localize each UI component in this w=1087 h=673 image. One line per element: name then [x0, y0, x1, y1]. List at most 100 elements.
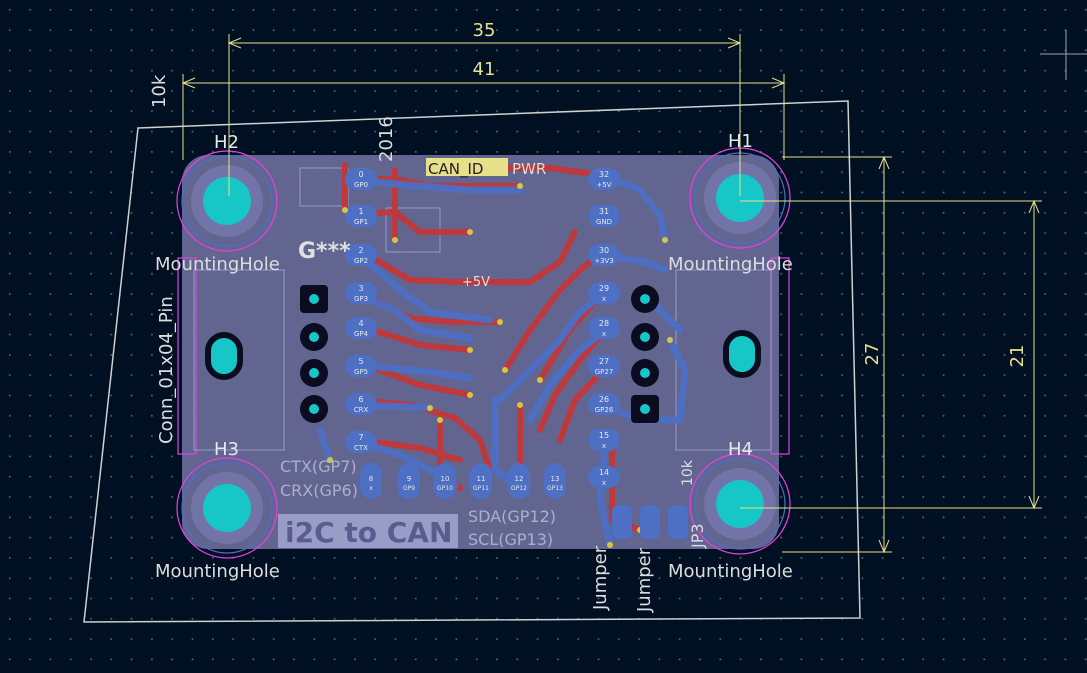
- pad-gp0[interactable]: 0 GP0: [345, 168, 377, 190]
- pad-gp27[interactable]: 27 GP27: [588, 355, 620, 377]
- pad-gp12[interactable]: 12 GP12: [508, 463, 530, 499]
- pad-label: GND: [596, 218, 612, 226]
- pad-gp1[interactable]: 1 GP1: [345, 205, 377, 227]
- pad-3v3[interactable]: 30 +3V3: [588, 244, 620, 266]
- jumper-jp3[interactable]: [612, 505, 688, 539]
- pad-5v[interactable]: 32 +5V: [588, 168, 620, 190]
- plus5v-label: +5V: [462, 275, 490, 290]
- dimension-top-outer-value: 41: [473, 59, 496, 80]
- pad-label: GP12: [511, 485, 527, 492]
- pad-number: 9: [407, 475, 411, 483]
- pad-label: +5V: [596, 181, 611, 189]
- refdes-h2: H2: [214, 132, 239, 153]
- pad-8[interactable]: 8 x: [360, 463, 382, 499]
- pad-number: 28: [599, 319, 609, 328]
- can-id-label: CAN_ID: [426, 158, 508, 179]
- pad-label: x: [602, 442, 606, 450]
- connector-left[interactable]: [177, 257, 197, 455]
- refdes-h3: H3: [214, 439, 239, 460]
- jp3-label: JP3: [688, 523, 707, 549]
- pad-number: 10: [441, 475, 450, 483]
- pad-14[interactable]: 14 x: [588, 466, 620, 488]
- jumper-label-b: Jumper: [634, 547, 655, 613]
- pad-label: GP1: [354, 218, 368, 226]
- mounting-hole-h3[interactable]: [176, 457, 278, 559]
- pad-number: 30: [599, 246, 609, 255]
- pad-label: x: [369, 485, 373, 492]
- pad-15[interactable]: 15 x: [588, 429, 620, 451]
- pad-gp5[interactable]: 5 GP5: [345, 355, 377, 377]
- board-edge-cuts[interactable]: [83, 100, 861, 623]
- pad-label: GP11: [473, 485, 489, 492]
- mounting-hole-h4[interactable]: [689, 453, 791, 555]
- mounting-hole-h2[interactable]: [176, 150, 278, 252]
- pad-number: 0: [358, 170, 363, 179]
- pico-pads-bottom[interactable]: 8 x 9 GP9 10 GP10 11 GP11 12 GP12 13 GP1…: [360, 463, 566, 499]
- pad-number: 12: [515, 475, 524, 483]
- pad-gp2[interactable]: 2 GP2: [345, 244, 377, 266]
- pad-number: 32: [599, 170, 609, 179]
- pad-label: x: [602, 479, 606, 487]
- pad-gnd[interactable]: 31 GND: [588, 205, 620, 227]
- crx-label: CRX(GP6): [280, 481, 358, 500]
- pad-gp4[interactable]: 4 GP4: [345, 317, 377, 339]
- pad-crx[interactable]: 6 CRX: [345, 393, 377, 415]
- board-body[interactable]: [182, 155, 779, 549]
- header-left[interactable]: [300, 285, 328, 423]
- ctx-label: CTX(GP7): [280, 457, 357, 476]
- dimension-top-inner-value: 35: [473, 20, 496, 41]
- header-right[interactable]: [631, 285, 659, 423]
- refdes-h4: H4: [728, 439, 753, 460]
- dimension-right-outer[interactable]: [782, 155, 892, 554]
- pad-gp3[interactable]: 3 GP3: [345, 282, 377, 304]
- oval-pad-right[interactable]: [723, 330, 761, 378]
- cursor-crosshair: [1040, 30, 1087, 80]
- pad-number: 1: [358, 207, 363, 216]
- oval-pad-left[interactable]: [205, 332, 243, 380]
- pad-gp13[interactable]: 13 GP13: [544, 463, 566, 499]
- mounting-hole-h1[interactable]: [689, 147, 791, 249]
- pad-number: 11: [477, 475, 486, 483]
- pad-label: CRX: [354, 406, 369, 414]
- pad-label: x: [602, 295, 606, 303]
- pad-label: x: [602, 330, 606, 338]
- back-copper-traces: [316, 174, 689, 549]
- dimension-right-inner[interactable]: [740, 199, 1042, 510]
- pad-label: GP4: [354, 330, 369, 338]
- scl-label: SCL(GP13): [468, 530, 553, 549]
- pad-gp9[interactable]: 9 GP9: [398, 463, 420, 499]
- connector-value-label: Conn_01x04_Pin: [156, 296, 177, 444]
- pad-28[interactable]: 28 x: [588, 317, 620, 339]
- sda-label: SDA(GP12): [468, 507, 556, 526]
- pad-gp10[interactable]: 10 GP10: [434, 463, 456, 499]
- resistor-10k-label-b: 10k: [680, 459, 696, 486]
- svg-text:CAN_ID: CAN_ID: [428, 160, 483, 179]
- dimension-top-outer[interactable]: [181, 74, 786, 160]
- pad-label: GP13: [547, 485, 563, 492]
- pad-number: 2: [358, 246, 363, 255]
- pad-label: +3V3: [594, 257, 614, 265]
- pad-ctx[interactable]: 7 CTX: [345, 431, 377, 453]
- pad-number: 27: [599, 357, 609, 366]
- pad-number: 3: [358, 284, 363, 293]
- pad-gp26[interactable]: 26 GP26: [588, 393, 620, 415]
- pad-number: 4: [358, 319, 363, 328]
- pad-label: GP10: [437, 485, 453, 492]
- mh-value-left-bottom: MountingHole: [155, 561, 280, 582]
- pad-number: 13: [551, 475, 560, 483]
- pad-label: GP2: [354, 257, 368, 265]
- dimension-right-outer-value: 27: [862, 343, 883, 366]
- pad-label: GP9: [403, 485, 415, 492]
- pad-number: 14: [599, 468, 609, 477]
- pad-29[interactable]: 29 x: [588, 282, 620, 304]
- pico-pads-left[interactable]: 0 GP0 1 GP1 2 GP2 3 GP3 4 GP4 5 GP5: [345, 168, 377, 453]
- pico-pads-right[interactable]: 32 +5V 31 GND 30 +3V3 29 x 28 x 27 GP27: [588, 168, 620, 488]
- pad-gp11[interactable]: 11 GP11: [470, 463, 492, 499]
- pad-label: CTX: [354, 444, 368, 452]
- board-title: i2C to CAN: [278, 514, 458, 549]
- mh-value-right-top: MountingHole: [668, 254, 793, 275]
- dimension-top-inner[interactable]: [227, 34, 742, 196]
- pad-label: GP26: [595, 406, 614, 414]
- mh-value-right-bottom: MountingHole: [668, 561, 793, 582]
